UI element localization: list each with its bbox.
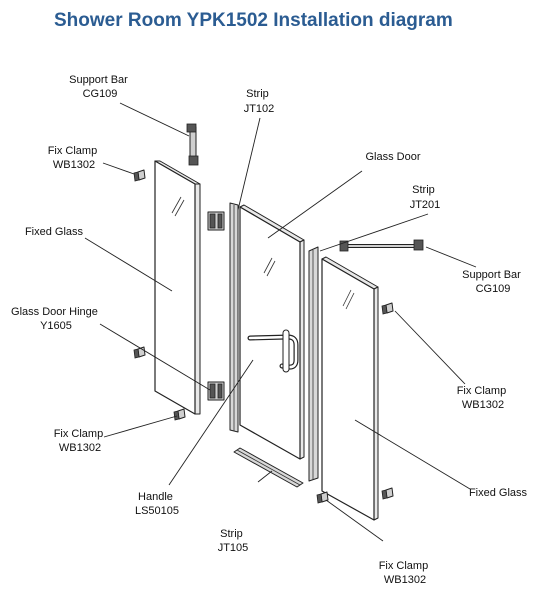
label-support-bar-right: Support Bar CG109 — [462, 269, 524, 295]
label-glass-door: Glass Door — [365, 151, 420, 163]
label-fix-clamp-bottom-right: Fix Clamp WB1302 — [379, 560, 432, 586]
fix-clamp-right-mid-part — [381, 302, 394, 315]
fixed-glass-right-panel — [321, 256, 379, 521]
glass-door-panel — [239, 204, 305, 460]
fix-clamp-right-lower-part — [381, 487, 394, 500]
support-bar-left-part — [186, 123, 199, 166]
support-bar-right-part — [339, 239, 424, 252]
strip-jt201-part — [308, 246, 319, 482]
glass-door-hinge-bottom-part — [207, 381, 225, 401]
leader-lines — [84, 102, 477, 542]
diagram-title: Shower Room YPK1502 Installation diagram — [54, 10, 453, 31]
label-fix-clamp-bottom-left: Fix Clamp WB1302 — [54, 428, 107, 454]
label-fixed-glass-left: Fixed Glass — [25, 226, 84, 238]
label-fix-clamp-right-mid: Fix Clamp WB1302 — [457, 385, 510, 411]
label-fix-clamp-top-left: Fix Clamp WB1302 — [48, 145, 101, 171]
label-strip-jt102: Strip JT102 — [244, 88, 275, 115]
strip-jt102-part — [229, 202, 239, 433]
strip-jt105-part — [233, 447, 304, 488]
fix-clamp-right-bottom-part — [316, 491, 329, 504]
fix-clamp-left-top-part — [133, 169, 146, 182]
fix-clamp-left-mid-part — [133, 346, 146, 359]
label-strip-jt201: Strip JT201 — [410, 184, 441, 211]
label-strip-jt105: Strip JT105 — [218, 528, 249, 554]
handle-part — [247, 329, 299, 373]
label-support-bar-left: Support Bar CG109 — [69, 74, 131, 100]
fix-clamp-left-bottom-part — [173, 408, 186, 421]
glass-door-hinge-top-part — [207, 211, 225, 231]
fixed-glass-left-panel — [154, 160, 201, 415]
label-glass-door-hinge: Glass Door Hinge Y1605 — [11, 306, 101, 332]
label-handle: Handle LS50105 — [135, 491, 179, 517]
label-fixed-glass-right: Fixed Glass — [469, 487, 528, 499]
